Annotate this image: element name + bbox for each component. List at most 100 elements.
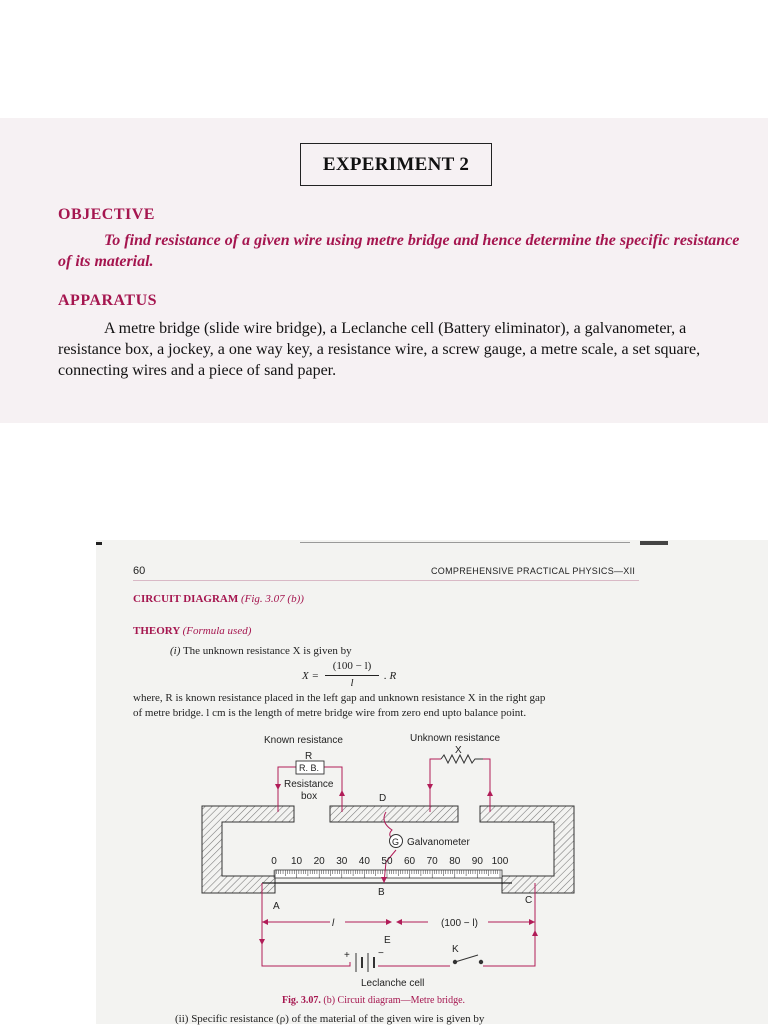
scale-label: 50: [381, 856, 393, 867]
label-100-minus-l: (100 − l): [441, 918, 478, 929]
theory-line-1-text: The unknown resistance X is given by: [182, 645, 352, 657]
scale-label: 40: [359, 856, 371, 867]
theory-heading: THEORY (Formula used): [133, 625, 251, 637]
wire-left-to-rb: [277, 766, 296, 812]
arrowheads: [259, 784, 538, 945]
arrow-icon: [262, 919, 268, 925]
label-minus: −: [378, 948, 384, 959]
wire-rb-to-mid: [324, 766, 343, 812]
theory-heading-text: THEORY: [133, 625, 180, 637]
bridge-base: [201, 805, 575, 894]
arrow-icon: [339, 790, 345, 796]
where-line-1: where, R is known resistance placed in t…: [133, 692, 546, 704]
objective-body: To find resistance of a given wire using…: [58, 232, 740, 270]
scan-mark: [96, 542, 102, 545]
scale-body: [274, 869, 503, 879]
label-galvanometer: Galvanometer: [407, 837, 470, 848]
scale-label: 10: [291, 856, 303, 867]
arrow-icon: [532, 930, 538, 936]
scale-label: 60: [404, 856, 416, 867]
wire-a-to-cell: [261, 883, 351, 967]
arrow-icon: [396, 919, 402, 925]
label-r: R: [305, 751, 312, 762]
formula-numerator: (100 − l): [332, 660, 372, 672]
wire-x-to-right: [482, 758, 491, 812]
resistance-box-symbol: [295, 760, 325, 775]
label-c: C: [525, 895, 532, 906]
scale-label: 30: [336, 856, 348, 867]
wire-mid-to-x: [429, 758, 441, 812]
arrow-icon: [386, 919, 392, 925]
diagram-labels: Known resistance R R. B. Resistance box …: [264, 733, 532, 989]
label-g: G: [392, 837, 399, 847]
label-plus: +: [344, 950, 350, 961]
formula-fraction-bar: [325, 675, 379, 676]
scale-label: 20: [314, 856, 326, 867]
objective-text: To find resistance of a given wire using…: [58, 230, 744, 272]
label-known-resistance: Known resistance: [264, 735, 343, 746]
key-terminal-icon: [478, 959, 484, 965]
objective-heading: OBJECTIVE: [58, 206, 155, 223]
scan-edge: [300, 542, 630, 543]
scale-label: 0: [271, 856, 277, 867]
scale-label: 90: [472, 856, 484, 867]
label-leclanche-cell: Leclanche cell: [361, 978, 424, 989]
label-rb: R. B.: [299, 763, 319, 773]
experiment-title-box: EXPERIMENT 2: [300, 143, 492, 186]
resistor-x-icon: [440, 753, 483, 765]
scan-edge-dark: [640, 541, 668, 545]
where-line-2: of metre bridge. l cm is the length of m…: [133, 707, 527, 719]
circuit-wires: [261, 758, 536, 967]
label-resistance: Resistance: [284, 779, 334, 790]
middle-strip: [329, 805, 459, 823]
scale-label: 80: [449, 856, 461, 867]
theory-line-1: (i) The unknown resistance X is given by: [170, 645, 352, 657]
scale-label: 70: [427, 856, 439, 867]
page-number: 60: [133, 565, 146, 577]
arrow-icon: [427, 784, 433, 790]
left-strip: [201, 805, 295, 894]
label-box: box: [301, 791, 317, 802]
label-e: E: [384, 935, 391, 946]
arrow-icon: [259, 939, 265, 945]
key-switch-icon: [454, 954, 479, 963]
scan-page-2: [96, 540, 768, 1024]
jockey-icon: [381, 877, 387, 883]
scan-page-1: [0, 118, 768, 423]
experiment-title: EXPERIMENT 2: [322, 153, 470, 175]
running-head: COMPREHENSIVE PRACTICAL PHYSICS—XII: [431, 566, 636, 576]
apparatus-heading: APPARATUS: [58, 292, 158, 309]
label-unknown-resistance: Unknown resistance: [410, 733, 500, 744]
formula-lhs: X =: [302, 670, 319, 682]
label-a: A: [273, 901, 280, 912]
circuit-heading: CIRCUIT DIAGRAM (Fig. 3.07 (b)): [133, 593, 304, 605]
arrow-icon: [275, 784, 281, 790]
cell-symbol: [355, 953, 375, 972]
figure-caption-number: Fig. 3.07.: [282, 995, 321, 1006]
label-k: K: [452, 944, 459, 955]
arrow-icon: [487, 790, 493, 796]
next-line: (ii) Specific resistance (ρ) of the mate…: [175, 1013, 485, 1025]
label-l: l: [332, 918, 335, 929]
formula-denominator: l: [350, 677, 354, 689]
apparatus-body: A metre bridge (slide wire bridge), a Le…: [58, 320, 701, 379]
apparatus-text: A metre bridge (slide wire bridge), a Le…: [58, 318, 748, 381]
circuit-ref: (Fig. 3.07 (b)): [240, 593, 304, 605]
theory-ref: (Formula used): [182, 625, 252, 637]
label-b: B: [378, 887, 385, 898]
metre-scale: [273, 869, 503, 879]
figure-caption-text: (b) Circuit diagram—Metre bridge.: [323, 995, 466, 1006]
scale-label: 100: [492, 856, 509, 867]
label-d: D: [379, 793, 386, 804]
circuit-heading-text: CIRCUIT DIAGRAM: [133, 593, 239, 605]
right-strip: [479, 805, 575, 894]
header-rule: [133, 580, 639, 581]
formula-rhs: . R: [384, 670, 397, 682]
figure-caption: Fig. 3.07. (b) Circuit diagram—Metre bri…: [282, 995, 465, 1006]
wire-key-to-c: [483, 883, 536, 967]
theory-item-number: (i): [170, 645, 181, 657]
label-x: X: [455, 745, 462, 756]
galvanometer-icon: [389, 834, 403, 848]
arrow-icon: [529, 919, 535, 925]
